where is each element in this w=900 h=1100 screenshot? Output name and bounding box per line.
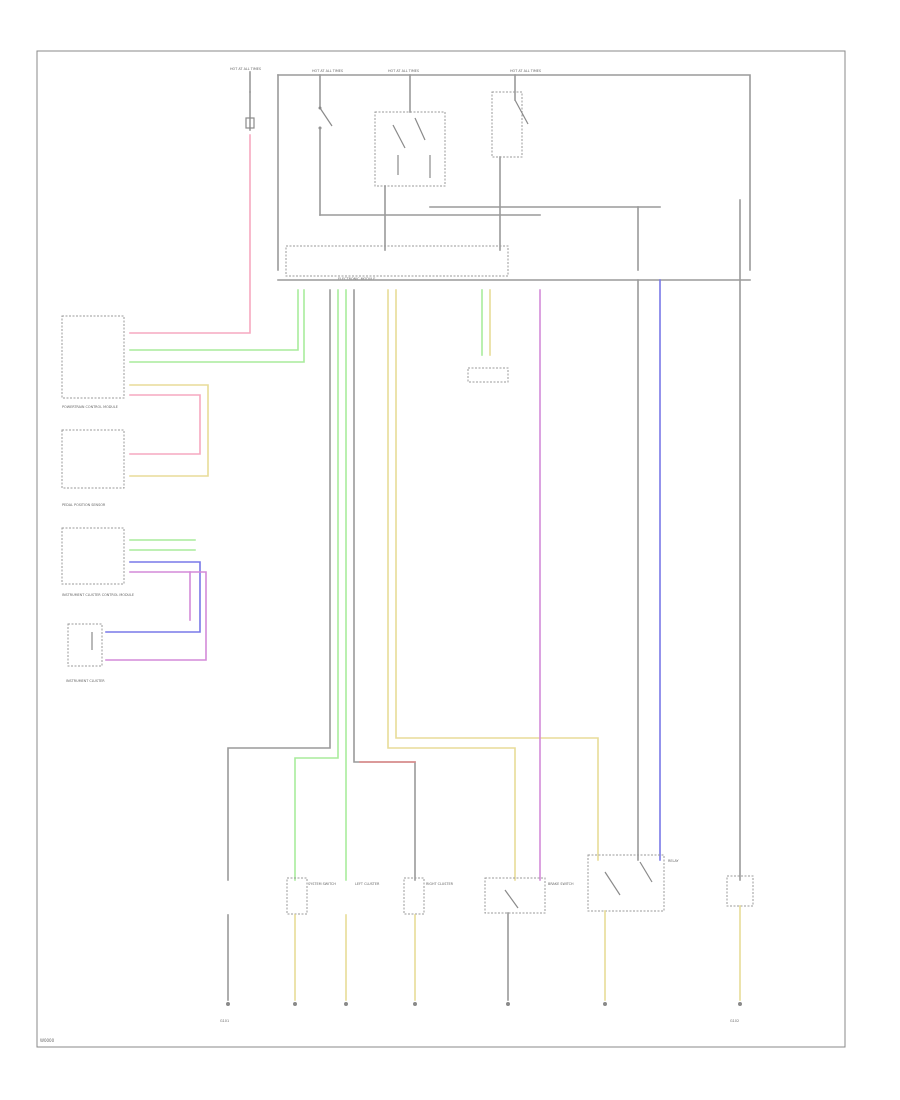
svg-text:HOT AT ALL TIMES: HOT AT ALL TIMES [388, 69, 419, 73]
top-bus [277, 74, 751, 271]
svg-text:ELECTRONIC MODULE: ELECTRONIC MODULE [338, 277, 375, 281]
wire-black-left [227, 289, 331, 881]
svg-text:HOT AT ALL TIMES: HOT AT ALL TIMES [312, 69, 343, 73]
relay-4 [491, 74, 529, 251]
svg-text:RIGHT CLUSTER: RIGHT CLUSTER [426, 882, 454, 886]
corner-label: W0000 [40, 1038, 55, 1043]
system-switch: SYSTEM SWITCH [286, 877, 336, 915]
wire-magenta-ipc [105, 571, 207, 661]
wire-green-2 [129, 289, 305, 363]
powertrain-control-module: POWERTRAIN CONTROL MODULE [61, 315, 125, 409]
instrument-cluster: INSTRUMENT CLUSTER [66, 623, 105, 683]
svg-text:SYSTEM SWITCH: SYSTEM SWITCH [308, 882, 336, 886]
fuse-1 [245, 91, 255, 131]
wire-pink-top [129, 134, 251, 334]
wire-green-left [294, 289, 339, 881]
electronic-module: ELECTRONIC MODULE [285, 245, 509, 281]
svg-text:BRAKE SWITCH: BRAKE SWITCH [548, 882, 574, 886]
diagram-frame [36, 50, 846, 1048]
wire-yellow-pcm [129, 384, 209, 477]
wire-yellow-2 [395, 289, 599, 861]
wire-blue-ipc [105, 561, 201, 633]
left-cluster: LEFT CLUSTER [355, 882, 380, 886]
pedal-position-sensor: PEDAL POSITION SENSOR [61, 429, 125, 507]
ground-dots [226, 1002, 742, 1006]
instrument-cluster-module: INSTRUMENT CLUSTER CONTROL MODULE [61, 527, 134, 597]
svg-text:INSTRUMENT CLUSTER CONTROL MOD: INSTRUMENT CLUSTER CONTROL MODULE [62, 593, 134, 597]
wire-pink-pcm [129, 394, 201, 455]
wire-yellow-1 [387, 289, 516, 881]
wire-green-1 [129, 289, 299, 351]
svg-text:POWERTRAIN CONTROL MODULE: POWERTRAIN CONTROL MODULE [62, 405, 118, 409]
brake-switch: BRAKE SWITCH [484, 877, 574, 914]
svg-text:RELAY: RELAY [668, 859, 680, 863]
relay-box [374, 74, 446, 251]
svg-text:HOT AT ALL TIMES: HOT AT ALL TIMES [510, 69, 541, 73]
switch-2 [318, 74, 333, 216]
svg-text:HOT AT ALL TIMES: HOT AT ALL TIMES [230, 67, 261, 71]
right-cluster: RIGHT CLUSTER [403, 877, 454, 915]
power-source-3: HOT AT ALL TIMES [388, 69, 419, 73]
relay: RELAY [587, 854, 680, 912]
wire-black-mid [353, 289, 416, 881]
svg-text:PEDAL POSITION SENSOR: PEDAL POSITION SENSOR [62, 503, 106, 507]
connector-center [467, 289, 509, 383]
svg-text:LEFT CLUSTER: LEFT CLUSTER [355, 882, 380, 886]
power-source-2: HOT AT ALL TIMES [312, 69, 343, 73]
ground-left: G101 [220, 1019, 229, 1023]
power-source-4: HOT AT ALL TIMES [510, 69, 541, 73]
power-source-1: HOT AT ALL TIMES [230, 67, 261, 93]
ground-right: G102 [730, 1019, 739, 1023]
svg-text:INSTRUMENT CLUSTER: INSTRUMENT CLUSTER [66, 679, 105, 683]
